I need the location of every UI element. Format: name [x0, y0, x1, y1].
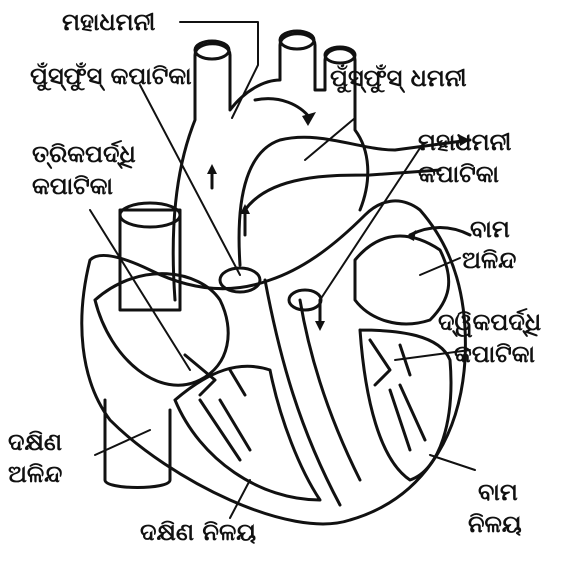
label-aortic-valve-line2: କପାଟିକା — [418, 160, 499, 188]
arrowhead-3 — [207, 164, 217, 174]
heart-outline — [82, 201, 466, 524]
label-right-atrium-line2: ଅଳିନ୍ଦ — [8, 460, 62, 488]
vena-cava-opening — [120, 203, 180, 227]
label-left-atrium-line1: ବାମ — [470, 215, 510, 243]
right-ventricle-wall — [175, 366, 320, 500]
right-atrium-wall — [95, 274, 228, 386]
arrowhead-5 — [315, 321, 325, 331]
arrowhead-1 — [302, 112, 316, 126]
label-aortic-valve-line1: ମହାଧମନୀ — [418, 128, 511, 156]
label-pulmonary-artery: ପୁଁସ୍‌ଫୁଁସ୍ ଧମନୀ — [330, 64, 467, 92]
label-aorta: ମହାଧମନୀ — [62, 8, 155, 36]
left-atrium-wall — [355, 236, 449, 324]
leader-pulmonary-artery — [305, 118, 355, 160]
leader-pulmonary-valve — [140, 85, 240, 275]
flow-arrow-1 — [255, 99, 310, 118]
label-pulmonary-valve: ପୁଁସ୍‌ଫୁଁସ୍ କପାଟିକା — [30, 62, 192, 90]
label-bicuspid-valve-line1: ଦ୍ୱିକପର୍ଦ୍ଧି — [438, 308, 541, 336]
leader-aortic-valve — [320, 148, 420, 300]
leader-right-ventricle — [230, 480, 250, 518]
aortic-valve — [289, 290, 321, 310]
flow-arrow-4 — [410, 228, 470, 236]
label-left-ventricle-line2: ନିଳୟ — [468, 510, 522, 538]
label-tricuspid-valve-line1: ତ୍ରିକପର୍ଦ୍ଧି — [32, 140, 136, 168]
label-left-atrium-line2: ଅଳିନ୍ଦ — [462, 246, 516, 274]
label-right-atrium-line1: ଦକ୍ଷିଣ — [8, 428, 62, 456]
bicuspid-valve — [370, 340, 410, 385]
label-right-ventricle: ଦକ୍ଷିଣ ନିଳୟ — [140, 518, 256, 546]
label-left-ventricle-line1: ବାମ — [478, 478, 518, 506]
septum — [265, 280, 360, 505]
label-bicuspid-valve-line2: କପାଟିକା — [454, 340, 535, 368]
leader-left-ventricle — [430, 455, 475, 470]
label-tricuspid-valve-line2: କପାଟିକା — [32, 172, 113, 200]
